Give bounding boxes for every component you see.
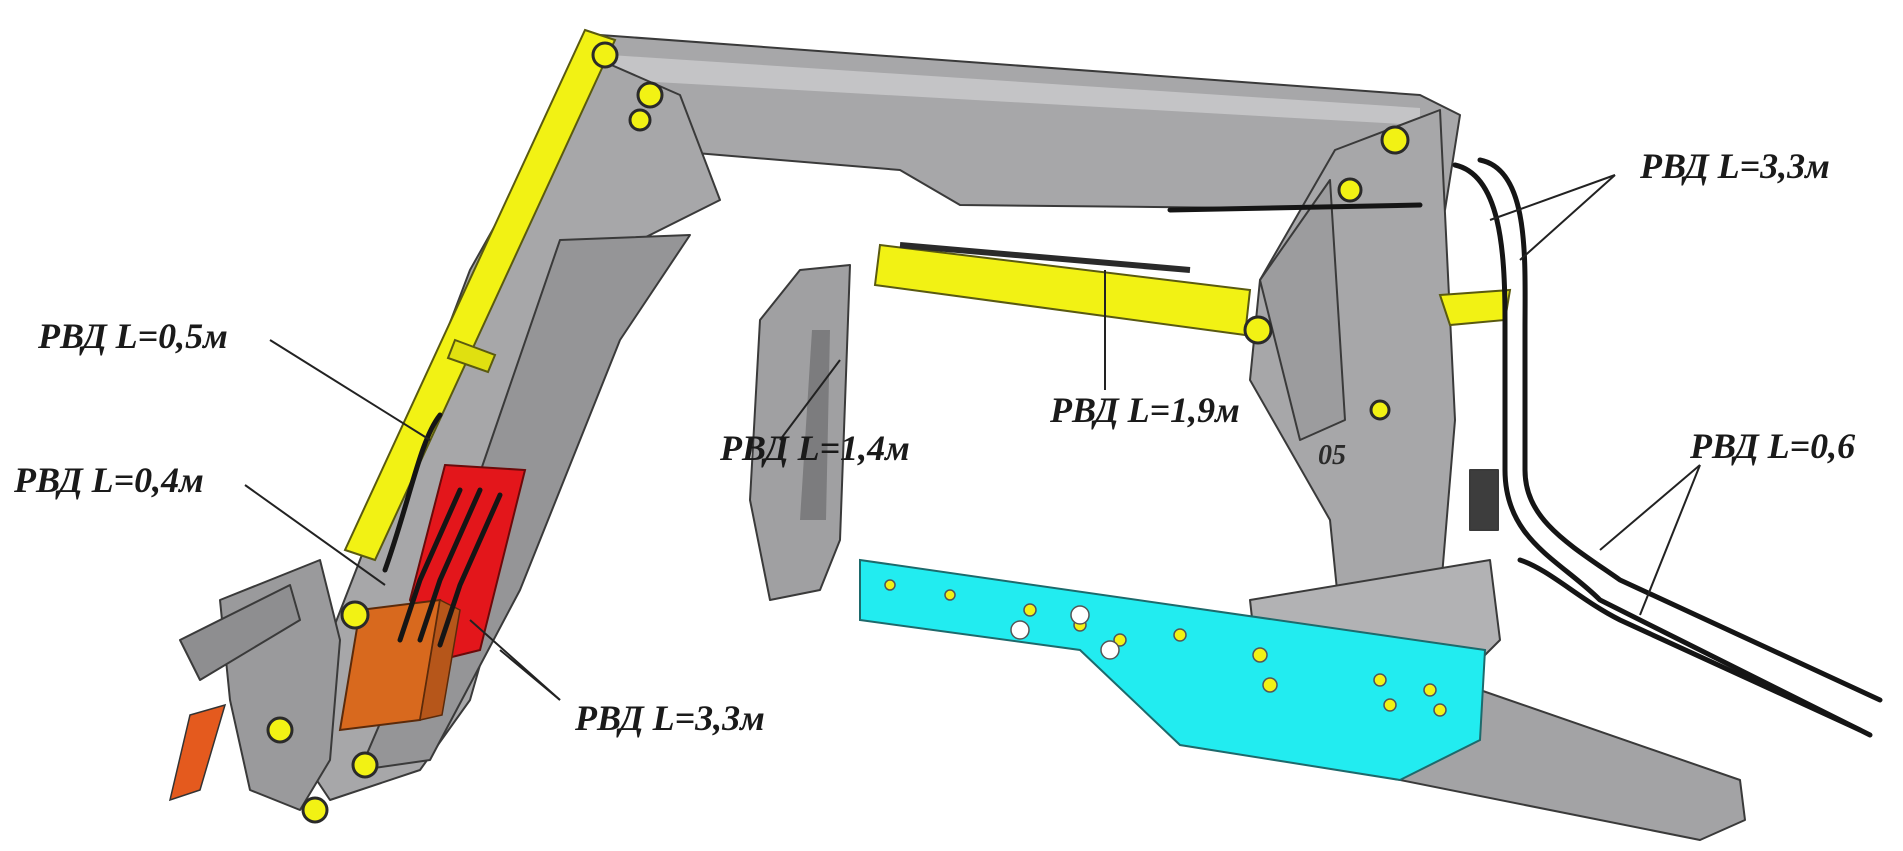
part-mark: 05 xyxy=(1318,440,1346,471)
label-hose-mid-left: РВД L=1,4м xyxy=(720,428,910,468)
leader-lines xyxy=(244,174,1701,701)
small-cylinder xyxy=(1438,288,1512,327)
hydraulic-cylinders xyxy=(343,28,1512,562)
boom-cylinder-collar xyxy=(446,338,497,374)
label-hose-center: РВД L=1,9м xyxy=(1050,390,1240,430)
bracket-cutouts xyxy=(1010,605,1120,660)
label-hose-right: РВД L=0,6 xyxy=(1690,426,1856,466)
label-hose-left: РВД L=0,4м xyxy=(14,460,204,500)
right-tower-face xyxy=(1259,179,1346,441)
bucket-cylinder-rod xyxy=(899,242,1191,273)
arch-inner xyxy=(800,330,830,520)
mounting-bracket xyxy=(859,558,1487,782)
label-hose-bottom: РВД L=3,3м xyxy=(575,698,765,738)
top-boom-highlight xyxy=(610,55,1420,125)
pivot-pins xyxy=(266,41,1410,824)
lower-linkage xyxy=(179,584,301,681)
hitch-tip xyxy=(168,703,227,802)
label-hose-upper-left: РВД L=0,5м xyxy=(38,316,228,356)
hydraulic-hoses xyxy=(382,157,1883,738)
label-hose-top-right: РВД L=3,3м xyxy=(1640,146,1830,186)
tower-plate xyxy=(1469,469,1499,531)
boom-cylinder xyxy=(343,28,617,562)
